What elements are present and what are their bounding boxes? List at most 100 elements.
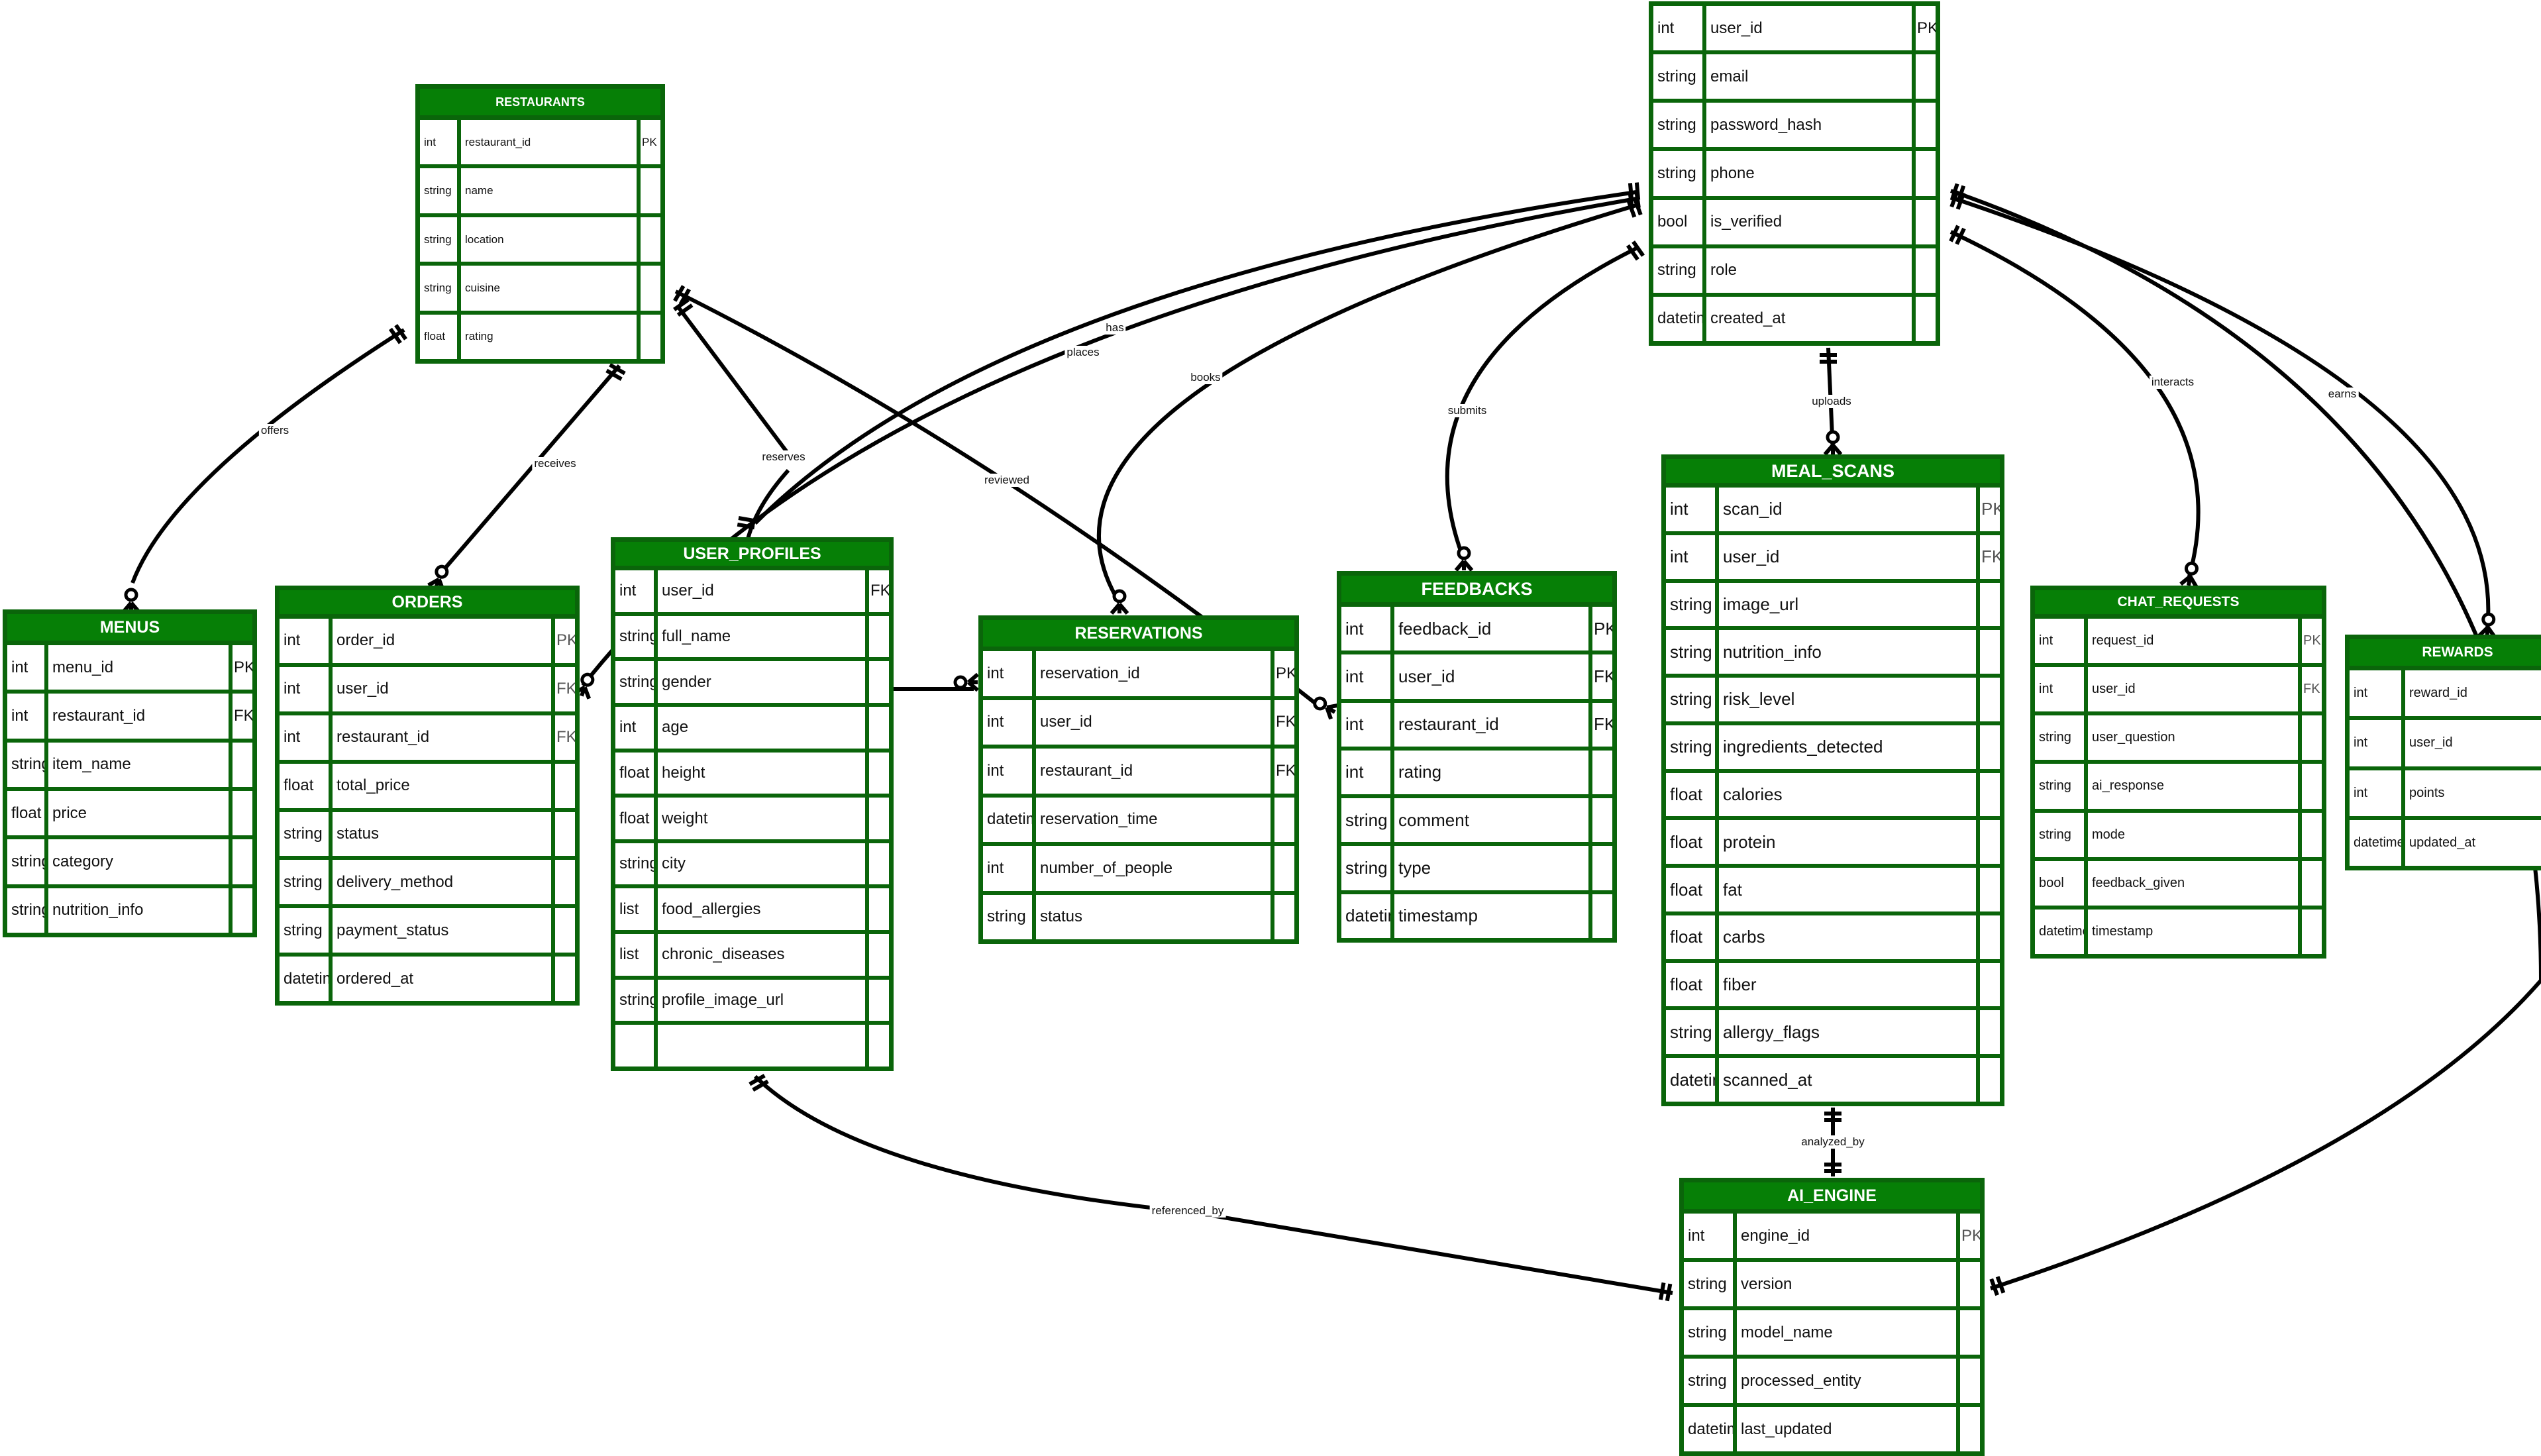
column-key bbox=[1976, 678, 2000, 721]
entity-ai-engine[interactable]: AI_ENGINEintengine_idPKstringversionstri… bbox=[1679, 1178, 1985, 1456]
entity-menus[interactable]: MENUSintmenu_idPKintrestaurant_idFKstrin… bbox=[3, 609, 257, 937]
column-key bbox=[865, 706, 889, 749]
column-key bbox=[1976, 582, 2000, 627]
entity-feedbacks[interactable]: FEEDBACKSintfeedback_idPKintuser_idFKint… bbox=[1337, 571, 1617, 943]
column-row[interactable]: datetimereservation_time bbox=[983, 797, 1294, 846]
relationship-line-referenced-by[interactable] bbox=[753, 1074, 1673, 1295]
entity-meal-scans[interactable]: MEAL_SCANSintscan_idPKintuser_idFKstring… bbox=[1661, 454, 2004, 1106]
column-row[interactable]: datetimescanned_at bbox=[1666, 1058, 2000, 1102]
entity-users[interactable]: intuser_idPKstringemailstringpassword_ha… bbox=[1649, 1, 1940, 346]
relationship-line-has[interactable] bbox=[753, 190, 1637, 525]
one-mandatory-bar-icon bbox=[673, 285, 691, 305]
column-type: float bbox=[1666, 820, 1719, 864]
column-row[interactable]: datetimeordered_at bbox=[280, 957, 575, 1001]
relationship-line-earns[interactable] bbox=[1950, 195, 2491, 630]
column-row[interactable] bbox=[615, 1025, 889, 1067]
column-row[interactable]: datetimecreated_at bbox=[1653, 296, 1936, 341]
column-row[interactable]: datetimelast_updated bbox=[1684, 1407, 1980, 1451]
entity-reservations[interactable]: RESERVATIONSintreservation_idPKintuser_i… bbox=[978, 615, 1299, 944]
relationship-line-books[interactable] bbox=[1096, 203, 1637, 604]
entity-orders[interactable]: ORDERSintorder_idPKintuser_idFKintrestau… bbox=[275, 586, 580, 1006]
relationship-line-offers[interactable] bbox=[130, 328, 405, 584]
